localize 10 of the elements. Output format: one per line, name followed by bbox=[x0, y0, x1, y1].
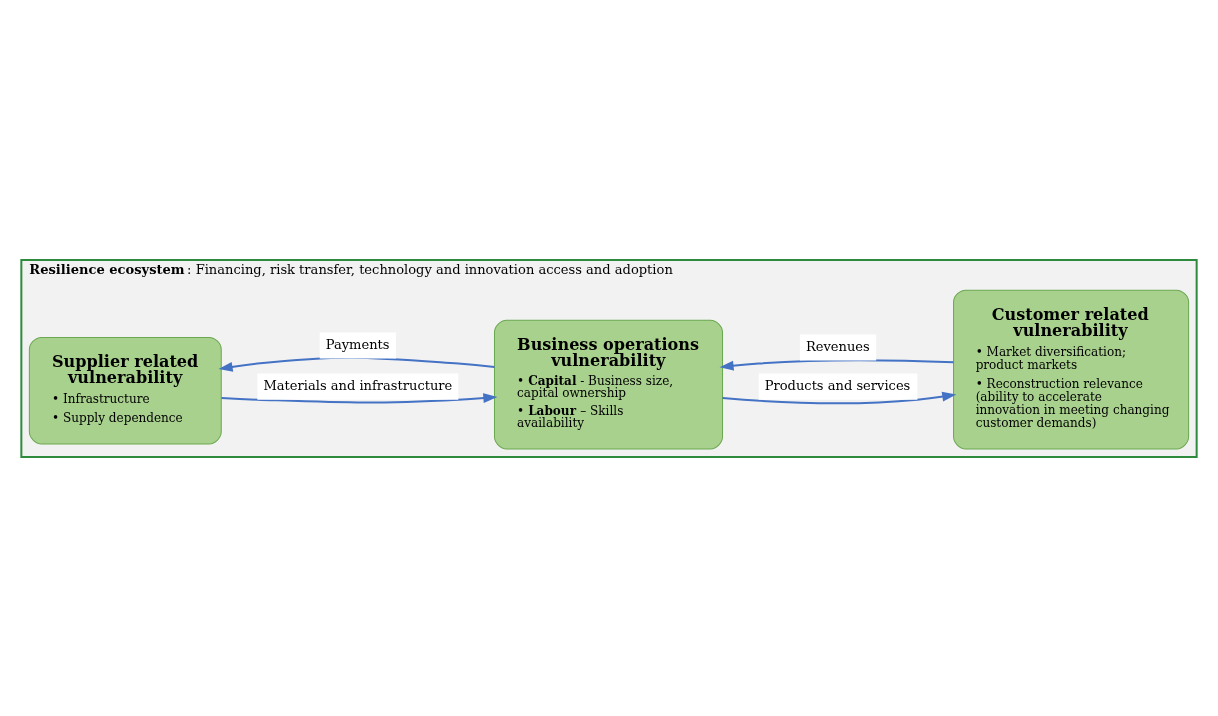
node-box: Customer related vulnerability • Market diversification; product markets • Reconstruction relevance (ability to accelerate innovation in meeting changing customer demands) bbox=[953, 289, 1190, 449]
node-box: Business operations vulnerability • Capital - Business size, capital ownership • Labour – Skills availability bbox=[494, 319, 723, 449]
arrow bbox=[722, 391, 957, 404]
edge-label: Revenues bbox=[805, 338, 870, 354]
edge-label: Materials and infrastructure bbox=[263, 377, 453, 393]
arrow bbox=[221, 392, 498, 404]
edge-label: Products and services bbox=[764, 377, 911, 393]
arrow bbox=[218, 356, 495, 372]
node-box: Supplier related vulnerability • Infrastructure • Supply dependence bbox=[28, 336, 222, 444]
edge-label: Payments bbox=[325, 336, 390, 352]
